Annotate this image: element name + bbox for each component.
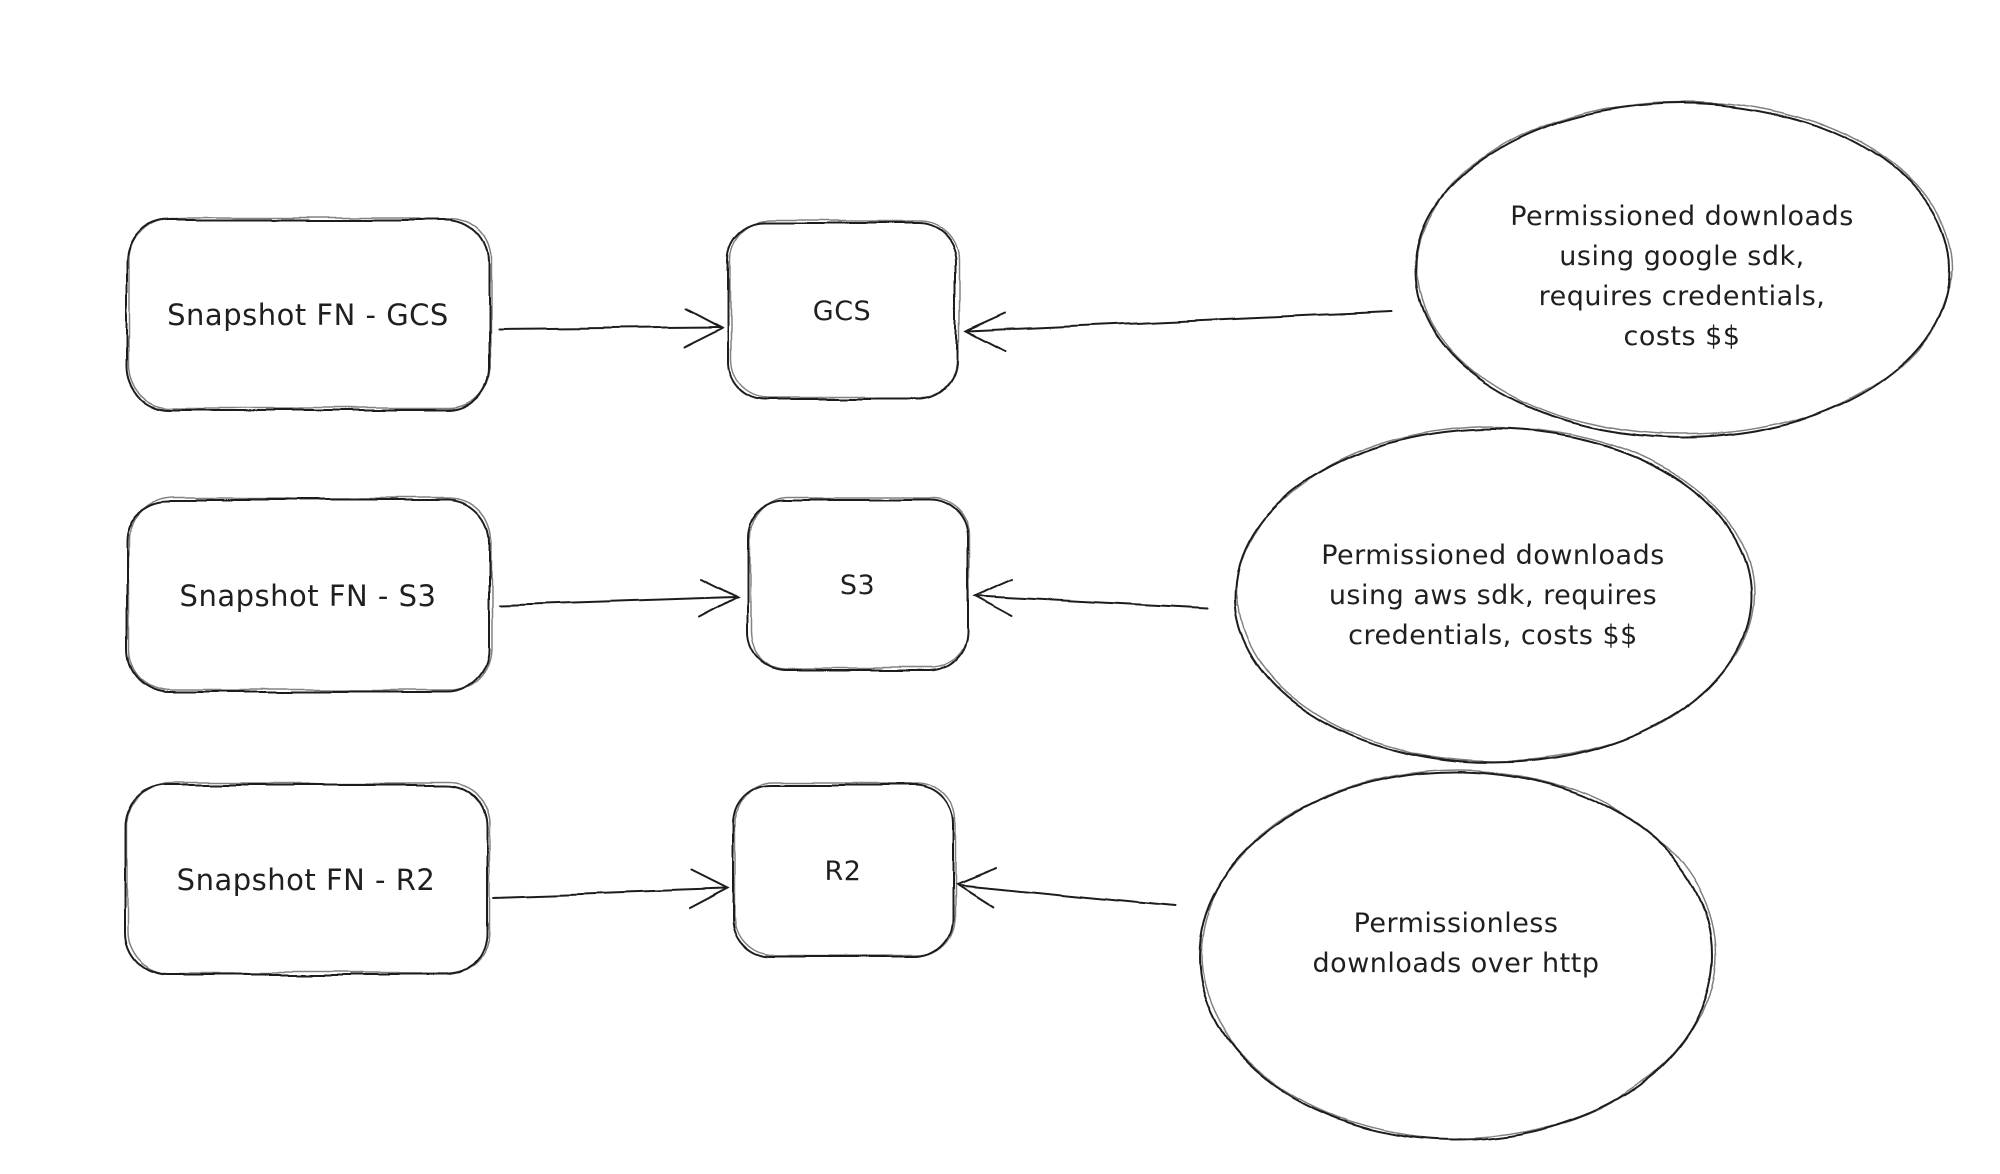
target-node-s3-shape [747, 499, 968, 671]
note-ellipse-s3-overdraw [1236, 426, 1755, 762]
arrow-note-to-s3 [971, 578, 1209, 617]
target-node-gcs-label: GCS [812, 295, 872, 327]
source-node-s3-shape [126, 499, 490, 693]
arrow-source-to-s3 [499, 578, 741, 618]
note-ellipse-s3-shape [1234, 428, 1752, 764]
target-node-r2-shape [732, 784, 954, 958]
sketch-main-layer [124, 102, 1950, 1141]
source-node-gcs-label: Snapshot FN - GCS [167, 298, 449, 332]
sketch-overdraw-layer [126, 100, 1953, 1139]
target-node-s3-label: S3 [839, 569, 876, 601]
source-node-gcs-shape [126, 219, 490, 411]
target-node-gcs-overdraw [729, 220, 960, 398]
arrow-note-to-r2 [954, 867, 1177, 908]
note-s3-label: Permissioned downloads using aws sdk, re… [1321, 540, 1665, 651]
note-ellipse-gcs-overdraw [1416, 100, 1953, 436]
target-node-r2-label: R2 [824, 855, 862, 887]
arrow-note-to-gcs [963, 311, 1393, 352]
note-gcs-label: Permissioned downloads using google sdk,… [1510, 201, 1854, 352]
source-node-gcs-overdraw [128, 217, 493, 409]
source-node-r2-overdraw [126, 782, 491, 974]
source-node-s3-label: Snapshot FN - S3 [179, 579, 437, 613]
note-ellipse-r2-overdraw [1200, 769, 1717, 1139]
arrow-source-to-gcs [497, 308, 725, 348]
target-node-s3-overdraw [749, 497, 971, 669]
note-r2-label: Permissionless downloads over http [1312, 908, 1600, 979]
source-node-r2-label: Snapshot FN - R2 [176, 863, 436, 897]
target-node-r2-overdraw [734, 782, 957, 956]
source-node-s3-overdraw [128, 497, 493, 691]
note-ellipse-gcs-shape [1414, 102, 1950, 438]
note-ellipse-r2-shape [1198, 771, 1714, 1141]
source-node-r2-shape [124, 784, 488, 976]
arrow-source-to-r2 [492, 870, 730, 910]
target-node-gcs-shape [727, 222, 957, 400]
